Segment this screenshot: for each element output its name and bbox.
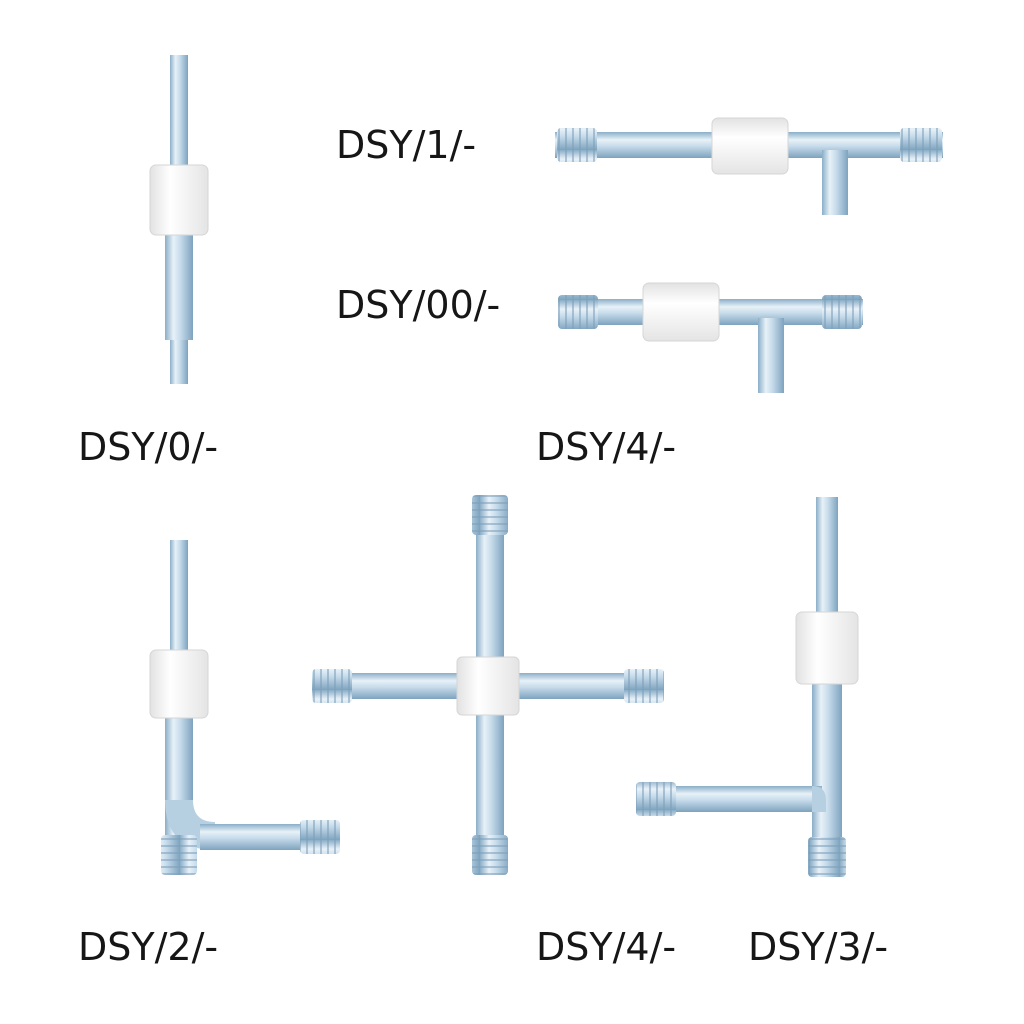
label-dsy4-bottom: DSY/4/-	[536, 925, 677, 969]
label-dsy0: DSY/0/-	[78, 425, 219, 469]
label-dsy3: DSY/3/-	[748, 925, 889, 969]
label-dsy00: DSY/00/-	[336, 283, 501, 327]
label-dsy4-top: DSY/4/-	[536, 425, 677, 469]
fitting-cross-dsy4	[312, 495, 664, 875]
label-dsy2: DSY/2/-	[78, 925, 219, 969]
fitting-sidetee-dsy3	[636, 497, 859, 877]
fitting-elbow-dsy2	[149, 540, 340, 875]
label-dsy1: DSY/1/-	[336, 123, 477, 167]
fitting-tee-dsy1	[555, 117, 943, 215]
fitting-tee-dsy00	[558, 282, 863, 393]
fitting-straight-dsy0	[149, 55, 209, 384]
